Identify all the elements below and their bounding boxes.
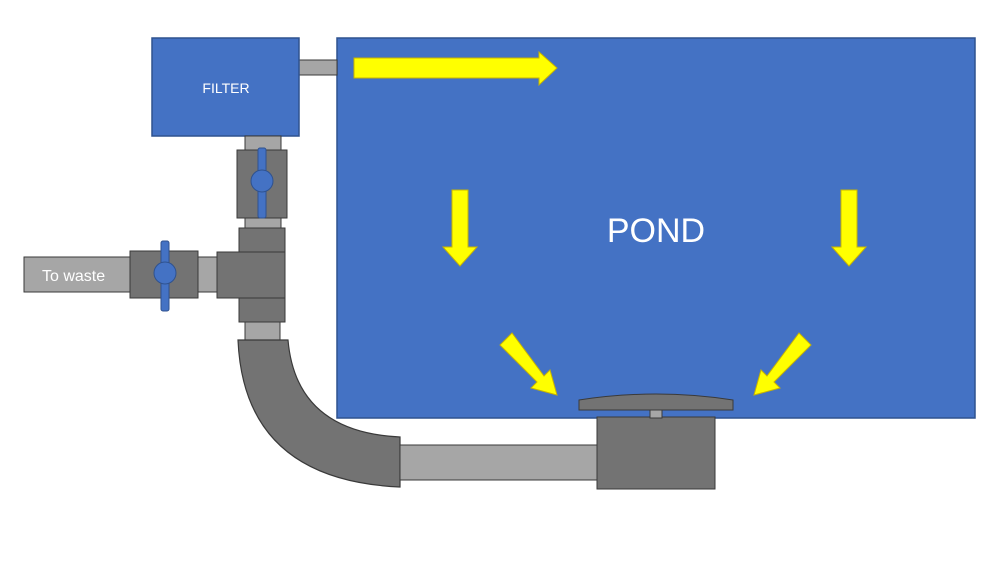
pond-label: POND (607, 212, 705, 250)
tee-fitting-top (238, 227, 286, 253)
bottom-drain-cap (578, 393, 734, 411)
arrow-icon (441, 189, 479, 267)
waste-label: To waste (42, 268, 105, 285)
bottom-drain-housing (596, 416, 716, 490)
arrow-icon (353, 50, 558, 87)
tee-fitting-bottom (238, 297, 286, 323)
tee-fitting (216, 251, 286, 299)
pond (336, 37, 976, 419)
ball-valve-icon[interactable] (250, 169, 274, 193)
tee-outlet-pipe (244, 321, 281, 341)
filter-label: FILTER (202, 80, 249, 96)
filter (151, 37, 300, 137)
waste-pipe (23, 256, 131, 293)
filter-outlet-pipe (298, 59, 338, 76)
arrow-icon (499, 332, 558, 396)
waste-valve-to-tee-pipe (197, 256, 219, 293)
elbow-pipe (237, 339, 401, 488)
ball-valve-icon[interactable] (153, 261, 177, 285)
arrow-icon (830, 189, 868, 267)
arrow-icon (753, 332, 812, 396)
drain-pipe (399, 444, 599, 481)
